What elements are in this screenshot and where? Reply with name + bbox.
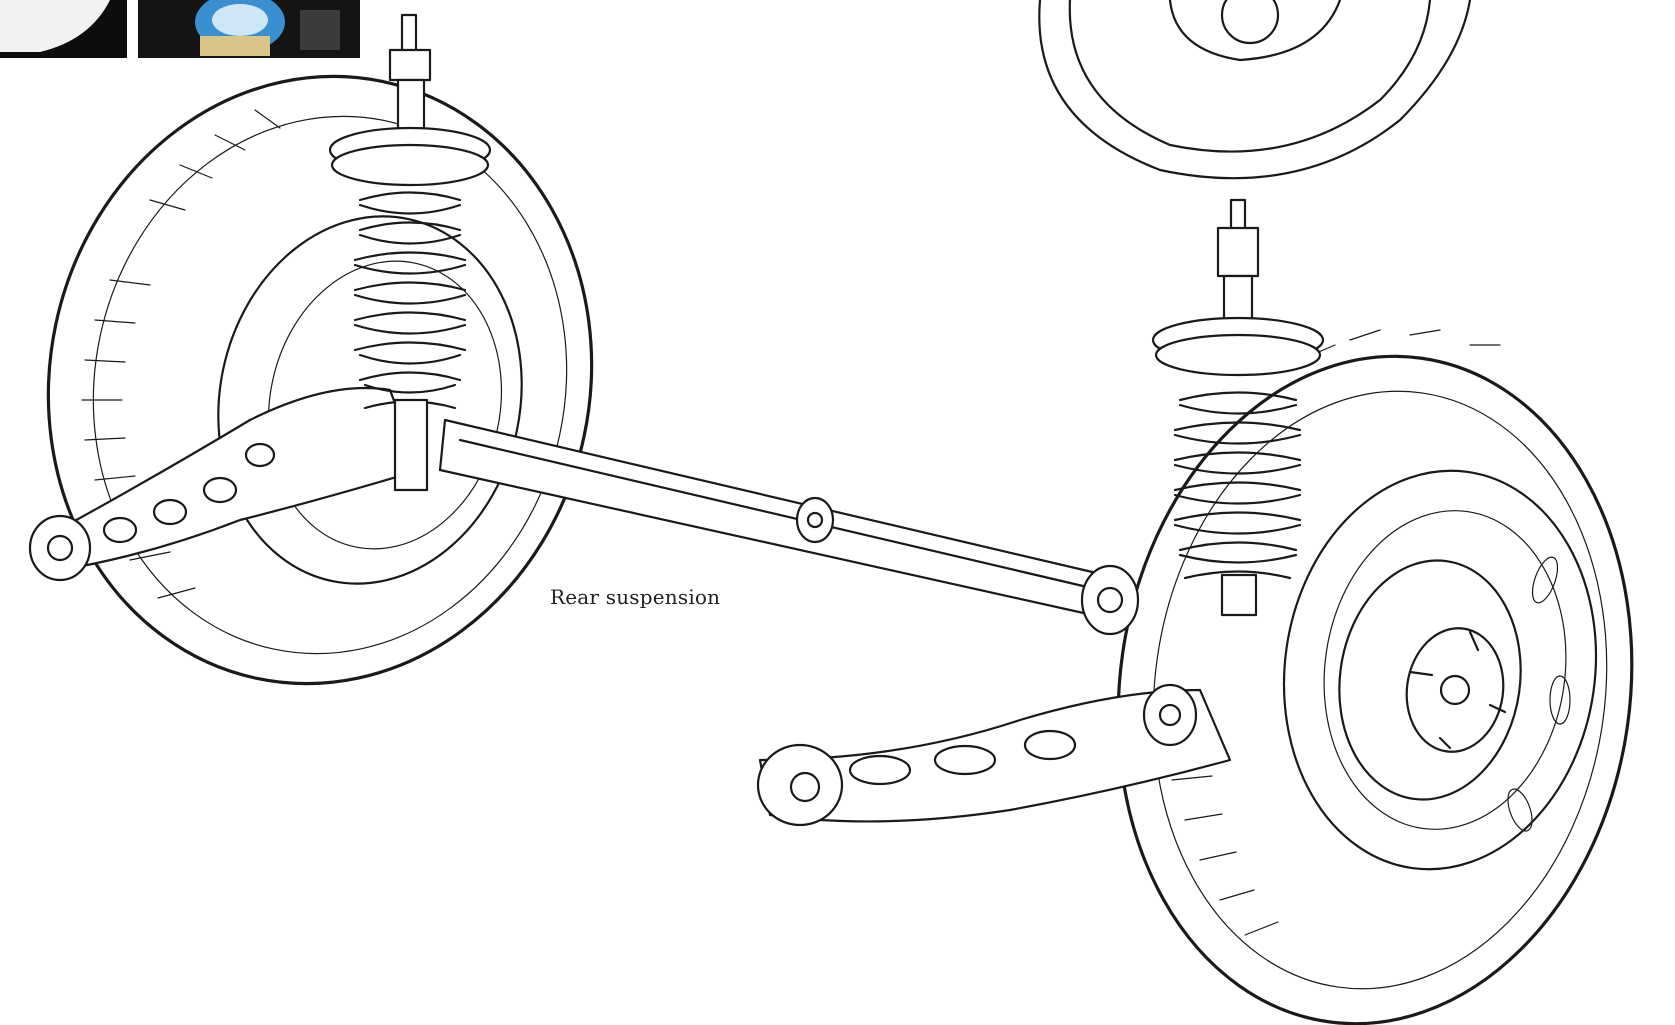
diagram-caption: Rear suspension — [550, 585, 721, 609]
axle-beam — [438, 418, 1140, 636]
left-rear-wheel — [46, 74, 594, 686]
right-trailing-arm — [756, 683, 1232, 827]
front-wheel-partial — [1038, 0, 1472, 180]
photo-thumbnail-right — [138, 0, 360, 58]
photo-thumbnail-left — [0, 0, 127, 58]
right-rear-wheel — [1116, 329, 1634, 1025]
right-strut-spring — [1151, 198, 1325, 617]
left-trailing-arm — [28, 386, 422, 582]
left-strut-spring — [328, 13, 492, 492]
